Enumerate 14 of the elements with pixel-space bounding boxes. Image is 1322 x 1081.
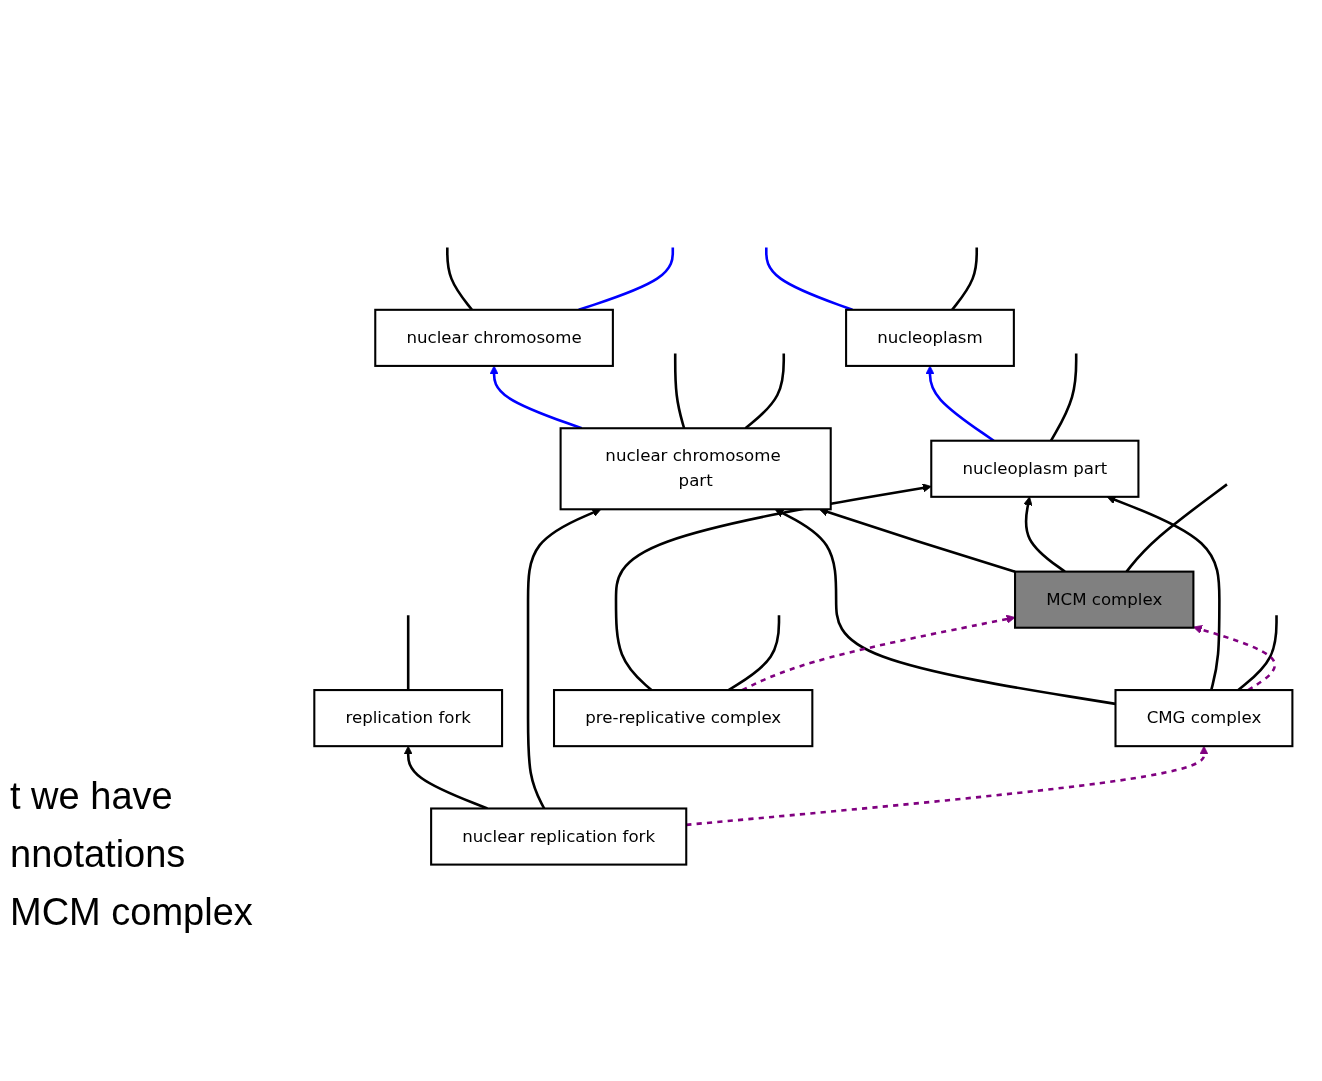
- node-box: nucleoplasm part: [930, 439, 1140, 498]
- node-box: nucleoplasm: [845, 308, 1015, 367]
- node-box: pre-replicative complex: [553, 689, 814, 748]
- slide-text: t we have: [10, 774, 174, 819]
- node-box: MCM complex: [1014, 570, 1195, 629]
- node-box: nuclear chromosome part: [559, 427, 832, 511]
- slide-text: nnotations: [10, 832, 187, 877]
- slide-text: MCM complex: [10, 890, 254, 935]
- node-box: nuclear chromosome: [374, 308, 614, 367]
- node-box: replication fork: [313, 689, 504, 748]
- node-box: nuclear replication fork: [430, 807, 688, 866]
- line: [673, 353, 686, 429]
- node-box: CMG complex: [1114, 689, 1294, 748]
- line: [406, 615, 410, 691]
